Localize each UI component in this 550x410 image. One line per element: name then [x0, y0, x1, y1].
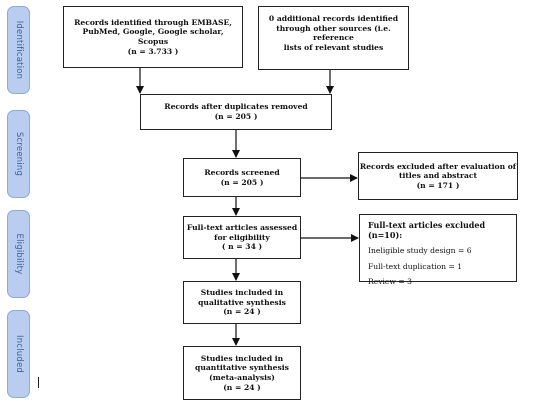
fulltext-excluded-heading: Full-text articles excluded (n=10): — [368, 220, 486, 240]
additional-records-box: 0 additional records identified through … — [258, 6, 409, 70]
exclusion-reason: Ineligible study design = 6 — [368, 246, 472, 256]
stage-included: Included — [7, 310, 30, 398]
stage-eligibility: Eligibility — [7, 210, 30, 298]
records-excluded-box: Records excluded after evaluation of tit… — [358, 152, 518, 200]
quantitative-synthesis-box: Studies included in quantitative synthes… — [183, 346, 301, 400]
exclusion-reason: Full-text duplication = 1 — [368, 261, 463, 271]
stage-screening: Screening — [7, 110, 30, 198]
stage-identification: Identification — [7, 6, 30, 94]
fulltext-assessed-box: Full-text articles assessed for eligibil… — [183, 216, 301, 259]
records-screened-box: Records screened (n = 205 ) — [183, 158, 301, 197]
qualitative-synthesis-box: Studies included in qualitative synthesi… — [183, 281, 301, 324]
exclusion-reason: Review = 3 — [368, 277, 412, 287]
fulltext-excluded-box: Full-text articles excluded (n=10): Inel… — [359, 214, 517, 286]
duplicates-removed-box: Records after duplicates removed (n = 20… — [140, 94, 332, 130]
text-cursor-mark — [38, 377, 40, 388]
records-identified-box: Records identified through EMBASE, PubMe… — [63, 6, 243, 68]
